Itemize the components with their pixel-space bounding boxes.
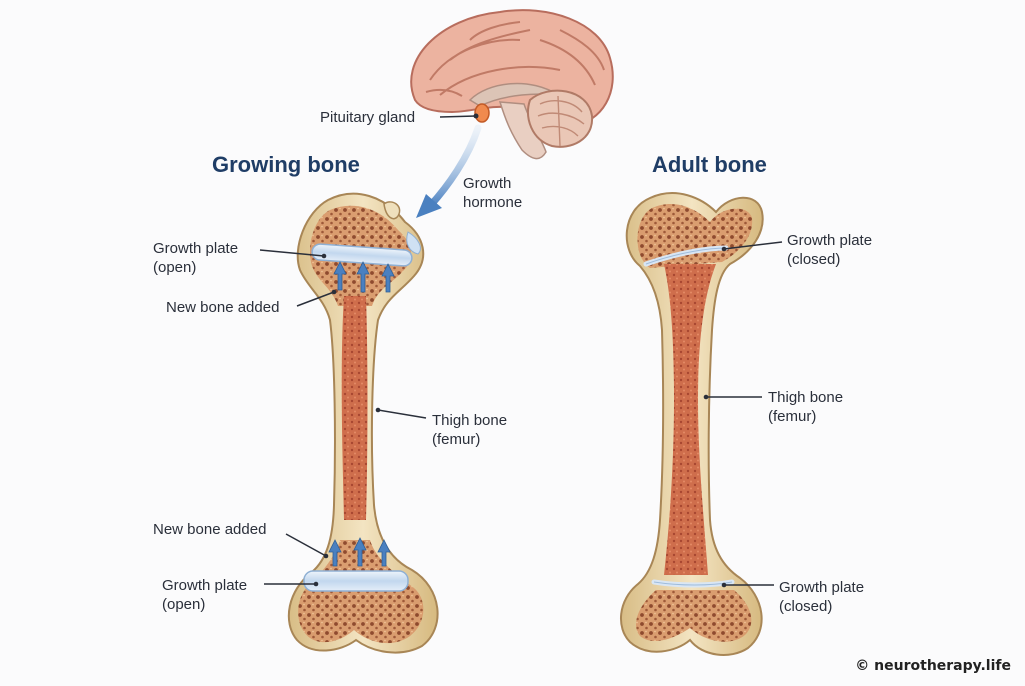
adult-shaft-line1: Thigh bone [768, 389, 844, 406]
adult-femur [619, 192, 764, 656]
hormone-label-line1: Growth [463, 175, 512, 192]
growing-shaft-line1: Thigh bone [432, 412, 508, 429]
hormone-label-line2: hormone [463, 194, 523, 211]
adult-plate-bottom-line2: (closed) [779, 598, 833, 615]
growing-plate-top-line1: Growth plate [153, 240, 239, 257]
growing-shaft-line2: (femur) [432, 431, 481, 448]
brain-illustration [410, 9, 614, 160]
pituitary-label: Pituitary gland [320, 109, 416, 126]
growing-new-bone-top: New bone added [166, 299, 280, 316]
growing-plate-bottom-line1: Growth plate [162, 577, 248, 594]
adult-bone-title: Adult bone [652, 152, 767, 177]
growing-plate-top-line2: (open) [153, 259, 197, 276]
growing-new-bone-bottom: New bone added [153, 521, 267, 538]
adult-shaft-line2: (femur) [768, 408, 817, 425]
growth-arrows-bottom [328, 537, 391, 567]
adult-plate-top-line2: (closed) [787, 251, 841, 268]
growing-bottom-plate [303, 570, 409, 592]
adult-plate-bottom-line1: Growth plate [779, 579, 865, 596]
pituitary-leader [439, 115, 477, 118]
pituitary-gland [474, 103, 490, 123]
growing-femur [287, 192, 439, 654]
growth-arrows-top [333, 261, 395, 293]
credit-watermark: © neurotherapy.life [855, 658, 1011, 674]
growing-top-plate [311, 243, 413, 267]
growing-plate-bottom-line2: (open) [162, 596, 206, 613]
adult-plate-top-line1: Growth plate [787, 232, 873, 249]
hormone-arrow [416, 124, 482, 218]
growing-bone-title: Growing bone [212, 152, 360, 177]
